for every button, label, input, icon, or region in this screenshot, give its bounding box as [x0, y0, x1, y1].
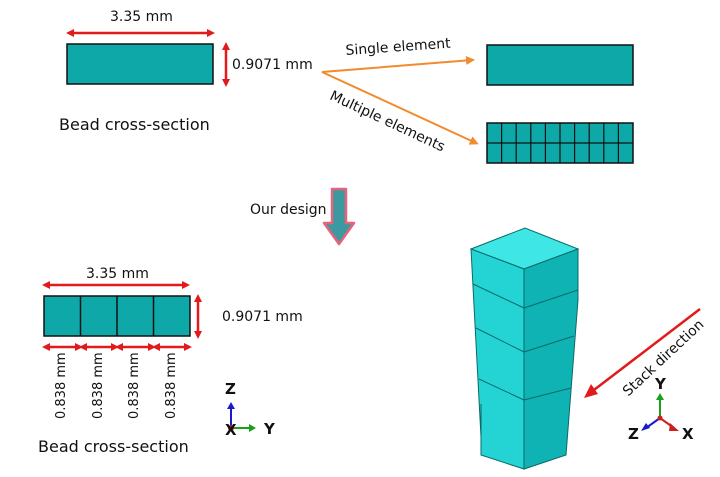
axis-triad-yzx	[641, 393, 679, 431]
segment-label-4: 0.838 mm	[164, 352, 179, 419]
stack-axis-z-label: Z	[628, 425, 639, 443]
stack-direction-arrowhead	[584, 384, 598, 398]
stack-axis-y-label: Y	[655, 375, 666, 393]
axis-x-label: X	[225, 421, 237, 439]
axis-triad-zy	[227, 402, 256, 432]
top-height-label: 0.9071 mm	[232, 57, 313, 73]
top-bead-rect	[66, 43, 214, 85]
bottom-height-label: 0.9071 mm	[222, 309, 303, 325]
axis-z-label: Z	[225, 380, 236, 398]
bottom-bead-segments	[43, 295, 191, 337]
our-design-label: Our design	[250, 202, 327, 218]
our-design-arrow	[322, 187, 356, 246]
stack-direction-arrow	[589, 308, 701, 394]
top-caption: Bead cross-section	[59, 115, 210, 134]
segment-label-2: 0.838 mm	[91, 352, 106, 419]
stack-axis-x-label: X	[682, 425, 694, 443]
axis-y-label: Y	[264, 420, 275, 438]
stacked-cubes	[469, 227, 580, 470]
bottom-caption: Bead cross-section	[38, 437, 189, 456]
segment-label-3: 0.838 mm	[127, 352, 142, 419]
multiple-elements-arrow	[321, 71, 479, 145]
segment-label-1: 0.838 mm	[54, 352, 69, 419]
multiple-elements-grid	[486, 122, 634, 164]
bottom-width-label: 3.35 mm	[86, 266, 149, 282]
single-element-arrow	[321, 55, 475, 73]
top-width-label: 3.35 mm	[110, 9, 173, 25]
single-element-rect	[486, 44, 634, 86]
